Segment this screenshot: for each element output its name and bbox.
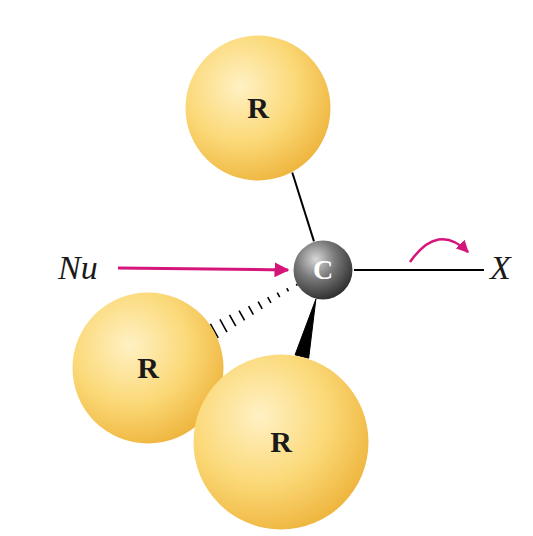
sphere-fill [186, 36, 331, 181]
leaving-bond [354, 269, 484, 271]
sphere-fill [294, 241, 353, 300]
carbon-atom: C [293, 240, 353, 300]
r-group-sphere: R [193, 354, 369, 530]
nucleophile-label: Nu [58, 251, 98, 285]
r-group-sphere: R [185, 35, 331, 181]
curved-arrow [410, 239, 468, 262]
bond-line [292, 172, 314, 241]
group-symbol: R [137, 353, 159, 383]
atom-symbol: C [313, 256, 333, 284]
group-symbol: R [270, 427, 292, 457]
hashed-wedge-bond [210, 284, 297, 338]
sphere-fill [194, 355, 369, 530]
attack-arrow [118, 268, 288, 270]
leaving-group-label: X [490, 251, 511, 285]
group-symbol: R [247, 93, 269, 123]
solid-wedge-bond [295, 299, 316, 358]
